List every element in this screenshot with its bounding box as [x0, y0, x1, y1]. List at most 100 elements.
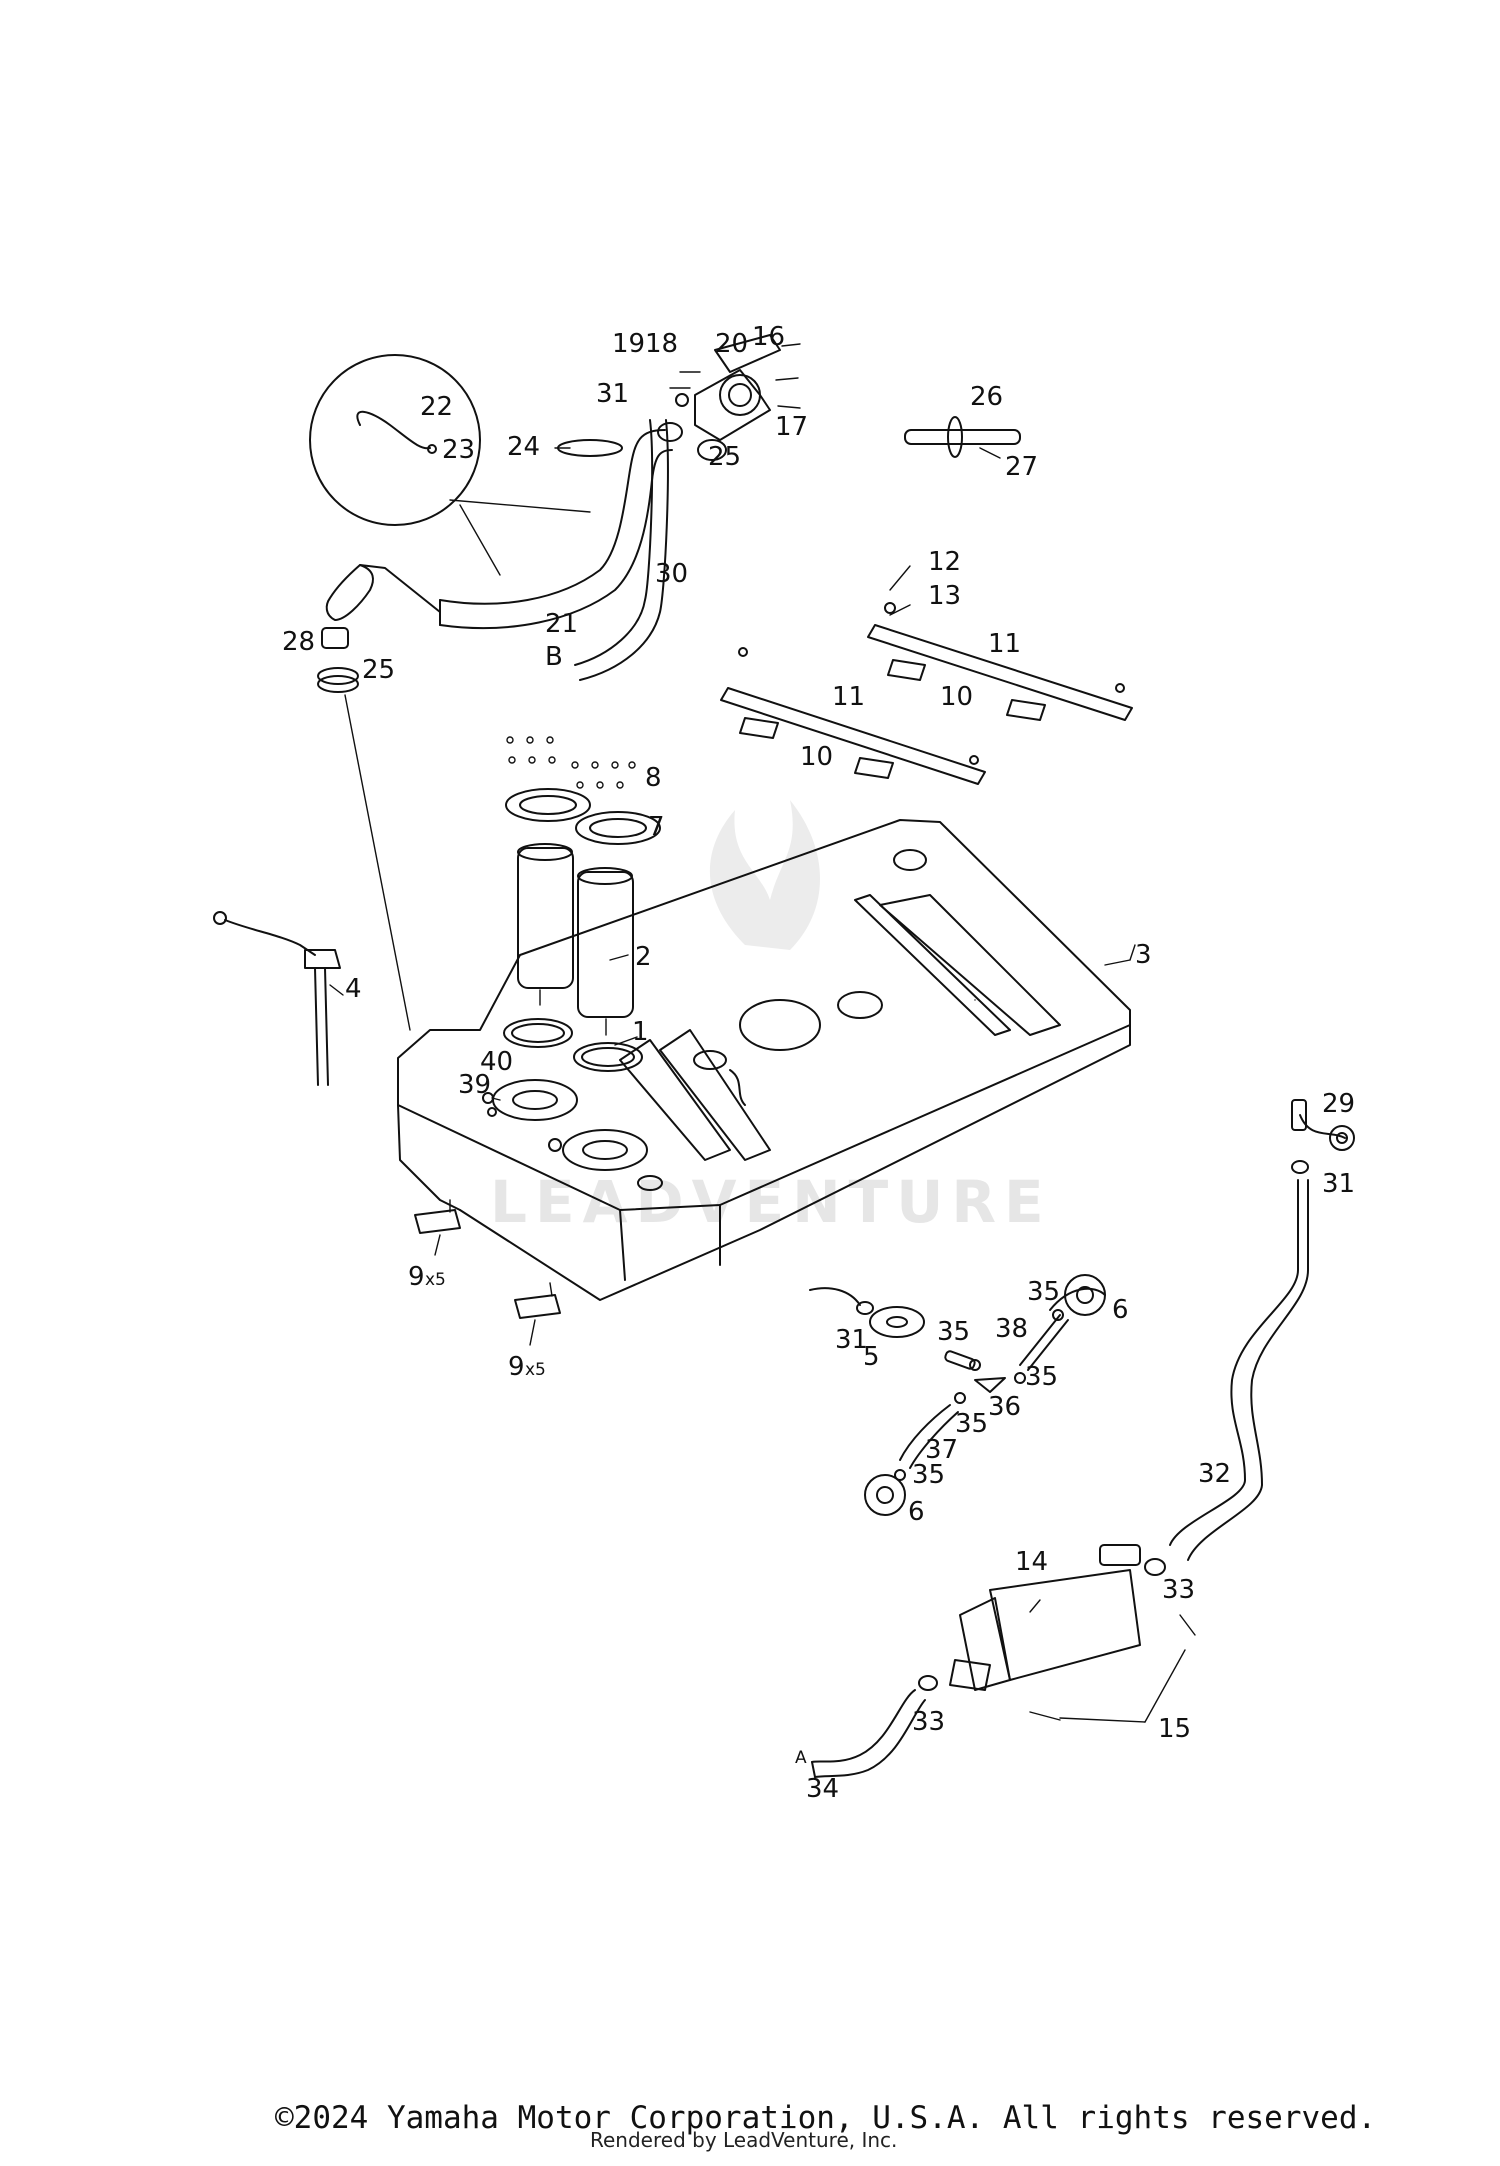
retainer-ring-7	[575, 811, 661, 845]
clamp-33-right	[1144, 1558, 1166, 1576]
filler-neck-housing	[694, 369, 771, 441]
pad-9a	[414, 1209, 461, 1234]
callout-31-top: 31	[596, 379, 629, 409]
callout-8: 8	[645, 763, 662, 793]
hose-elbow	[325, 564, 374, 621]
pump-mount-flange-right	[562, 1129, 648, 1171]
clamp-31-top	[675, 393, 689, 407]
grommet-27	[947, 416, 963, 458]
o-ring-25	[697, 439, 727, 461]
tank-rib-1	[879, 894, 1061, 1036]
tank-rib-4	[659, 1029, 771, 1161]
tank-rib-2	[854, 894, 1011, 1036]
callout-35-a: 35	[1027, 1277, 1060, 1307]
tether-cord	[356, 410, 431, 450]
tank-rib-3	[619, 1039, 731, 1161]
callout-33-right: 33	[1162, 1575, 1195, 1605]
tank-pads-9	[414, 1199, 561, 1346]
rollover-valve-6-top	[1064, 1274, 1106, 1316]
callout-30: 30	[655, 559, 688, 589]
callout-16: 16	[752, 322, 785, 352]
callout-12: 12	[928, 547, 961, 577]
vent-fitting	[893, 849, 927, 871]
callout-11-upper: 11	[988, 629, 1021, 659]
vent-lines	[809, 1274, 1106, 1516]
hose-31-5	[809, 1287, 861, 1306]
pad-10d	[854, 757, 894, 779]
hose-37	[899, 1404, 951, 1461]
filler-hose-assembly	[309, 334, 801, 681]
callout-25-top: 25	[708, 442, 741, 472]
gasket-left	[503, 1018, 573, 1048]
callout-5: 5	[863, 1342, 880, 1372]
ref-a: A	[795, 1748, 807, 1768]
leader-lines	[329, 944, 1136, 1613]
callout-17: 17	[775, 412, 808, 442]
callout-labels: 19 1 8 20 16 31 17 25 22 23 24 26 2 7 30 2…	[282, 322, 1355, 1804]
callout-34: 34	[806, 1774, 839, 1804]
pad-10a	[887, 659, 926, 681]
clamp-25-lower	[317, 667, 359, 685]
tee-36	[974, 1377, 1006, 1393]
filler-cap-16	[719, 374, 761, 416]
callout-35-b: 35	[937, 1317, 970, 1347]
fuel-hose-32	[1169, 1179, 1299, 1546]
callout-21: 21	[545, 609, 578, 639]
callout-29: 29	[1322, 1089, 1355, 1119]
callout-3: 3	[1135, 940, 1152, 970]
copyright-notice: ©2024 Yamaha Motor Corporation, U.S.A. A…	[275, 2100, 1377, 2136]
callout-11-lower: 11	[832, 682, 865, 712]
rendered-by-notice: Rendered by LeadVenture, Inc.	[590, 2128, 898, 2152]
fitting-5	[869, 1306, 925, 1338]
gasket-1	[573, 1042, 643, 1072]
callout-9-right: 9	[508, 1352, 525, 1382]
callout-19: 19	[612, 329, 645, 359]
hose-end-fitting	[657, 422, 683, 442]
hose-38	[1019, 1314, 1061, 1366]
callout-25-left: 25	[362, 655, 395, 685]
callout-10-upper: 10	[940, 682, 973, 712]
tether-ring	[427, 444, 437, 454]
fuel-sender-4	[213, 911, 341, 1086]
bolts-39-40	[482, 1092, 501, 1117]
callout-9-left: 9	[408, 1262, 425, 1292]
fuel-pump-2	[577, 871, 634, 1018]
callout-22: 22	[420, 392, 453, 422]
strap-11-upper	[867, 624, 1133, 721]
callout-32: 32	[1198, 1459, 1231, 1489]
ref-b: B	[545, 642, 563, 672]
clamp-31-right	[1291, 1160, 1309, 1174]
fuel-hose-34	[811, 1689, 916, 1763]
callout-23: 23	[442, 435, 475, 465]
fitting-29	[1299, 1114, 1346, 1139]
callout-39: 39	[458, 1070, 491, 1100]
pad-10b	[1006, 699, 1046, 721]
callout-35-c: 35	[1025, 1362, 1058, 1392]
pad-10c	[739, 717, 779, 739]
tank-outline	[397, 819, 1131, 1211]
pad-9b	[514, 1294, 561, 1319]
callout-7: 7	[648, 812, 665, 842]
callout-20: 20	[715, 329, 748, 359]
callout-40: 40	[480, 1047, 513, 1077]
vent-tube-30	[574, 419, 654, 666]
callout-35-e: 35	[912, 1460, 945, 1490]
callout-9-right-qty: x5	[525, 1360, 546, 1380]
watermark-text: LEADVENTURE	[490, 1168, 1052, 1236]
callout-24: 24	[507, 432, 540, 462]
callout-26: 26	[970, 382, 1003, 412]
top-fitting	[837, 991, 883, 1019]
callout-4: 4	[345, 974, 362, 1004]
strap-11-lower	[720, 687, 986, 785]
detail-circle	[309, 354, 481, 526]
callout-2: 2	[635, 942, 652, 972]
fuel-filter-14	[989, 1569, 1141, 1681]
hose-connector-group	[317, 627, 411, 1031]
callout-1: 1	[632, 1017, 649, 1047]
callout-28: 28	[282, 627, 315, 657]
fuel-pump-group	[503, 736, 661, 1072]
tank-straps	[720, 565, 1133, 785]
callout-9-left-qty: x5	[425, 1270, 446, 1290]
